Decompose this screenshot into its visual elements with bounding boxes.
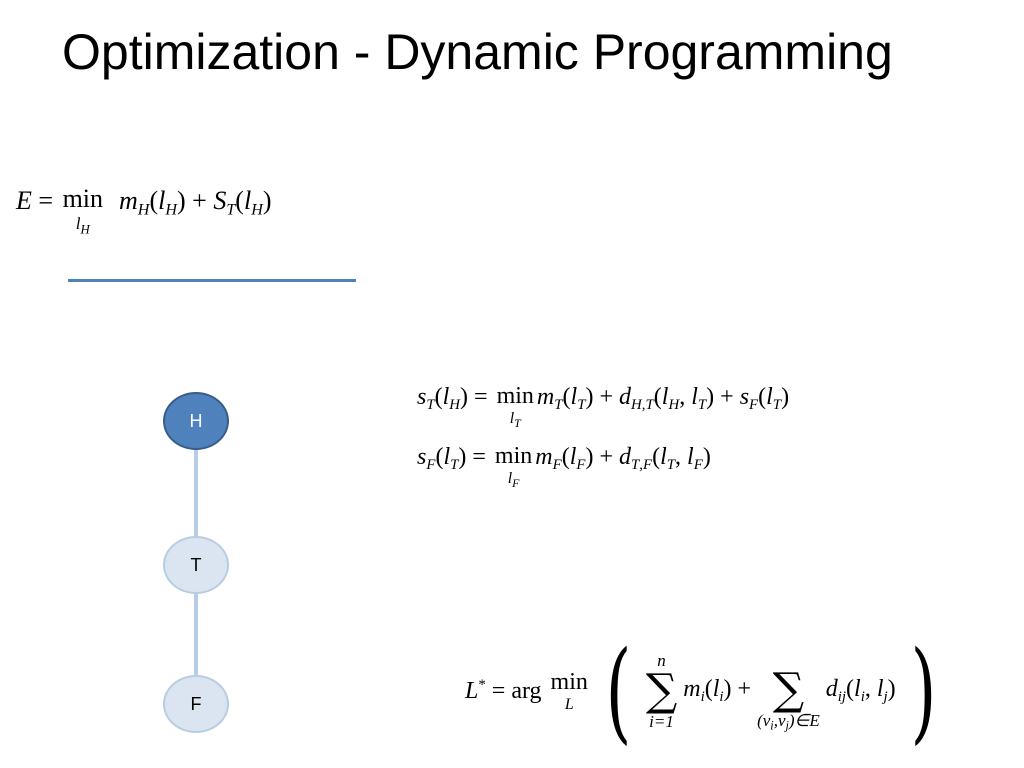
tree-edge-h-t [194, 448, 198, 538]
node-label: H [189, 410, 203, 431]
node-label: T [190, 554, 202, 575]
separator-line [68, 279, 356, 282]
tree-node-h: H [163, 392, 229, 450]
slide-title: Optimization - Dynamic Programming [62, 24, 893, 80]
tree-node-t: T [163, 536, 229, 594]
tree-edge-t-f [194, 592, 198, 677]
tree-node-f: F [163, 675, 229, 733]
node-label: F [190, 693, 202, 714]
